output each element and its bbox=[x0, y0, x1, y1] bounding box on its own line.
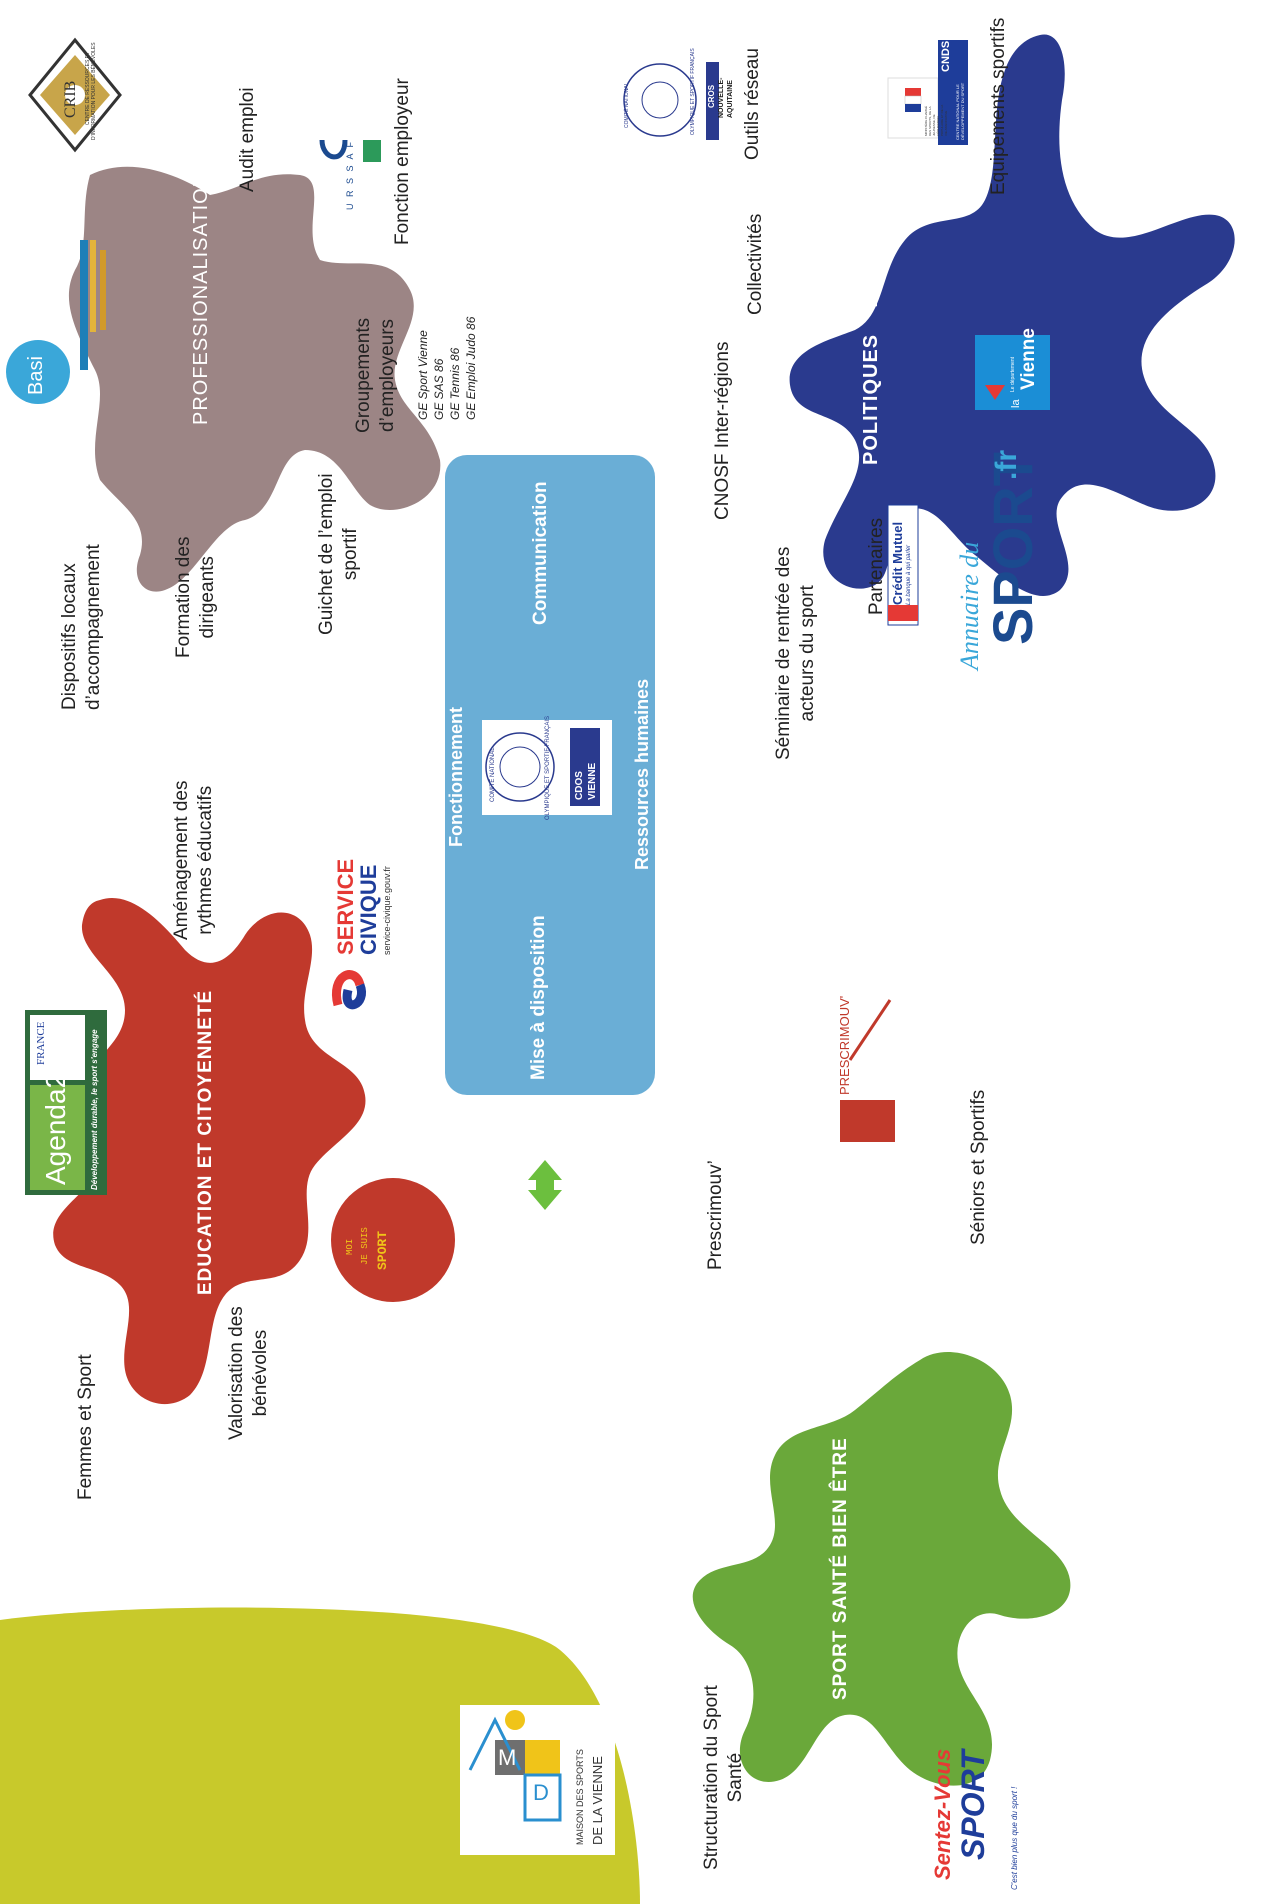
agenda21-tag: Développement durable, le sport s'engage bbox=[90, 1029, 99, 1190]
service-civique-line2: CIVIQUE bbox=[356, 864, 381, 955]
moi-line3: SPORT bbox=[375, 1230, 390, 1270]
urssaf-text: U R S S A F bbox=[345, 139, 355, 210]
crib-logo-text: CRIB bbox=[62, 80, 79, 118]
la-vienne-name: Vienne bbox=[1018, 328, 1039, 390]
cdos-org-bottom: OLYMPIQUE ET SPORTIF FRANÇAIS bbox=[545, 715, 551, 820]
cdos-org-top: COMITÉ NATIONAL bbox=[490, 747, 496, 802]
sentez-line2: SPORT bbox=[955, 1750, 991, 1860]
urssaf-logo bbox=[319, 139, 381, 162]
cdos-logo-ring bbox=[485, 732, 555, 802]
professionalisation-blob bbox=[68, 166, 441, 592]
service-civique-logo-mark bbox=[331, 970, 366, 1010]
cdos-badge bbox=[570, 728, 600, 806]
cnds-ministere: MINISTÈRE CHARGÉ DES SPORTS, DE LA JEUNE… bbox=[924, 104, 948, 136]
femmes-sport-label: Femmes et Sport bbox=[75, 1354, 96, 1500]
sante-blob bbox=[692, 1352, 1071, 1786]
cnds-subtitle: CENTRE NATIONAL POUR LE DÉVELOPPEMENT DU… bbox=[955, 82, 965, 140]
ge-item: GE Tennis 86 bbox=[448, 347, 462, 420]
cdos-badge-label: CDOS bbox=[574, 771, 585, 800]
crib-logo-sub2: D'INFORMATION POUR LES BÉNÉVOLES bbox=[91, 42, 97, 140]
center-ressources: Ressources humaines bbox=[632, 678, 652, 870]
credit-mutuel-mark bbox=[888, 605, 918, 621]
fonction-employeur-label: Fonction employeur bbox=[392, 78, 413, 245]
audit-emploi-label: Audit emploi bbox=[237, 87, 258, 192]
la-vienne-logo bbox=[975, 335, 1050, 410]
double-arrow-icon bbox=[528, 1160, 562, 1210]
cdos-vienne-label: VIENNE bbox=[587, 762, 598, 800]
msd-line1: MAISON DES SPORTS bbox=[575, 1749, 585, 1845]
ge-item: GE Emploi Judo 86 bbox=[464, 316, 478, 420]
equipements-label: Equipements sportifs bbox=[988, 17, 1009, 195]
agenda21-name: Agenda21 bbox=[40, 1057, 71, 1185]
partenaires-label: Partenaires bbox=[866, 517, 887, 615]
center-communication: Communication bbox=[530, 481, 551, 625]
ge-list: GE Sport Vienne GE SAS 86 GE Tennis 86 G… bbox=[415, 317, 479, 420]
credit-mutuel-tag: La banque à qui parler bbox=[906, 544, 912, 605]
crib-logo bbox=[28, 37, 122, 153]
education-blob bbox=[53, 898, 366, 1405]
moi-line1: MOI bbox=[345, 1238, 355, 1255]
collectivites-label: Collectivités bbox=[745, 213, 766, 315]
cnds-logo bbox=[887, 40, 968, 145]
annuaire-ext: .fr bbox=[990, 450, 1023, 480]
msd-m: M bbox=[498, 1745, 517, 1770]
service-civique-url: service-civique.gouv.fr bbox=[382, 866, 392, 955]
credit-mutuel-name: Crédit Mutuel bbox=[890, 521, 905, 605]
professionalisation-title: PROFESSIONALISATION bbox=[190, 171, 212, 425]
cros-line3: AQUITAINE bbox=[727, 80, 734, 118]
basicompta-compta-text: Compta bbox=[40, 248, 65, 330]
center-fonctionnement: Fonctionnement bbox=[446, 707, 466, 847]
annuaire-main: SPORT bbox=[981, 452, 1044, 645]
ge-item: GE SAS 86 bbox=[432, 358, 446, 420]
ge-item: GE Sport Vienne bbox=[416, 330, 430, 420]
sentez-line1: Sentez-Vous bbox=[930, 1748, 955, 1880]
cros-org-bottom: OLYMPIQUE ET SPORTIF FRANÇAIS bbox=[690, 48, 696, 135]
msd-line2: DE LA VIENNE bbox=[590, 1756, 605, 1845]
cnosf-label: CNOSF Inter-régions bbox=[712, 341, 733, 520]
cnds-title: CNDS bbox=[940, 40, 952, 72]
la-vienne-la: la bbox=[1010, 399, 1022, 408]
msd-logo bbox=[460, 1705, 615, 1855]
prescrimouv-logo bbox=[840, 999, 895, 1142]
prescrimouv-logo-text: PRESCRIMOUV' bbox=[837, 995, 852, 1095]
cdos-logo-inner-ring bbox=[499, 746, 541, 788]
outils-reseau-label: Outils réseau bbox=[742, 48, 763, 160]
moi-je-suis-sport-logo bbox=[331, 1178, 455, 1302]
msd-d: D bbox=[533, 1780, 549, 1805]
education-title: EDUCATION ET CITOYENNETÉ bbox=[195, 989, 216, 1295]
sante-title: SPORT SANTÉ BIEN ÊTRE bbox=[830, 1437, 851, 1700]
la-vienne-tag: Le département bbox=[1010, 356, 1016, 392]
politiques-title: POLITIQUES PUBLIQUES bbox=[860, 181, 882, 465]
cros-logo bbox=[623, 62, 719, 140]
prescrimouv-label: Prescrimouv’ bbox=[705, 1160, 726, 1270]
basicompta-logo bbox=[6, 240, 106, 404]
cros-org-top: COMITÉ NATIONAL bbox=[624, 82, 630, 128]
cros-line1: CROS bbox=[707, 84, 716, 108]
sentez-tag: C'est bien plus que du sport ! bbox=[1010, 1786, 1019, 1890]
agenda21-france: FRANCE bbox=[35, 1021, 47, 1065]
la-vienne-mark bbox=[985, 385, 1005, 400]
cros-line2: NOUVELLE- bbox=[718, 77, 725, 118]
seniors-label: Séniors et Sportifs bbox=[968, 1089, 989, 1245]
center-mise-a-disposition: Mise à disposition bbox=[528, 915, 549, 1080]
agenda21-logo bbox=[25, 1010, 107, 1195]
moi-line2: JE SUIS bbox=[360, 1227, 370, 1265]
basicompta-basi-text: Basi bbox=[25, 356, 47, 395]
politiques-blob bbox=[789, 34, 1235, 596]
